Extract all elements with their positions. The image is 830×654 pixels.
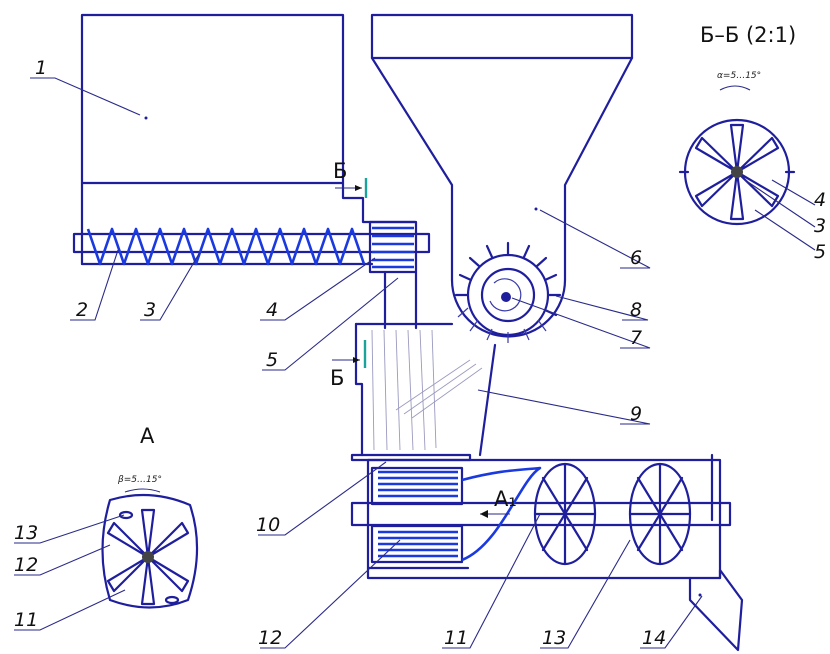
part-8: 8 bbox=[630, 299, 642, 321]
angle-beta-label: β=5…15° bbox=[117, 475, 162, 485]
view-part-13: 13 bbox=[14, 522, 38, 544]
hopper-6 bbox=[370, 13, 634, 282]
part-6: 6 bbox=[630, 247, 642, 269]
detail-view-a: А β=5…15° bbox=[101, 424, 199, 609]
drum-4 bbox=[368, 220, 418, 330]
part-11: 11 bbox=[444, 627, 468, 649]
part-14: 14 bbox=[642, 627, 666, 649]
view-part-11: 11 bbox=[14, 609, 38, 631]
section-part-3: 3 bbox=[814, 215, 826, 237]
section-marker-bottom: Б bbox=[330, 340, 367, 390]
drum-12 bbox=[370, 466, 464, 564]
auger-blades-13 bbox=[461, 462, 692, 566]
section-part-5: 5 bbox=[814, 241, 826, 263]
part-numbers: 1 2 3 4 5 6 7 8 9 10 11 12 13 14 13 12 1… bbox=[14, 57, 666, 649]
part-1: 1 bbox=[35, 57, 47, 79]
screw-conveyor bbox=[72, 226, 431, 266]
part-9: 9 bbox=[630, 403, 642, 425]
view-title: А bbox=[140, 424, 155, 448]
mixer-body bbox=[350, 453, 732, 580]
part-13: 13 bbox=[542, 627, 566, 649]
part-leaders bbox=[14, 77, 703, 649]
section-marker-label: Б bbox=[333, 159, 347, 183]
flow-arrow: А₁ bbox=[480, 487, 517, 518]
part-3: 3 bbox=[144, 299, 156, 321]
discharge-14 bbox=[688, 568, 744, 652]
chute-9 bbox=[354, 322, 497, 457]
part-5: 5 bbox=[266, 349, 278, 371]
view-part-12: 12 bbox=[14, 554, 38, 576]
part-7: 7 bbox=[630, 327, 642, 349]
rotor-7 bbox=[450, 241, 567, 343]
part-2: 2 bbox=[76, 299, 88, 321]
section-marker-top: Б bbox=[333, 159, 368, 198]
part-12: 12 bbox=[258, 627, 282, 649]
section-part-4: 4 bbox=[814, 189, 826, 211]
part-4: 4 bbox=[266, 299, 278, 321]
angle-alpha-label: α=5…15° bbox=[717, 71, 761, 81]
section-view-bb: Б–Б (2:1) α=5…15° 4 3 5 bbox=[678, 23, 826, 263]
part-10: 10 bbox=[256, 514, 280, 536]
flow-marker-label: А₁ bbox=[494, 487, 517, 511]
section-marker-label-bottom: Б bbox=[330, 366, 344, 390]
section-title: Б–Б (2:1) bbox=[700, 23, 796, 47]
